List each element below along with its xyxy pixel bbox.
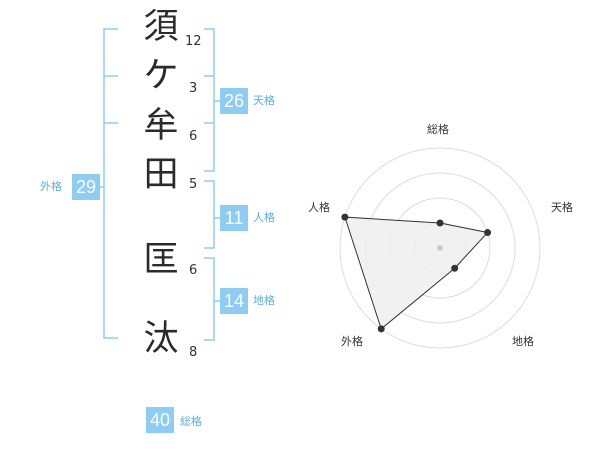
name-char-5: 匡 [143, 240, 179, 280]
radar-axis-label-chikaku: 地格 [512, 335, 534, 348]
stroke-count-5: 6 [189, 263, 198, 278]
gaikaku-label: 外格 [40, 180, 62, 193]
radar-ring-4 [339, 147, 541, 349]
jinkaku-value-badge: 11 [220, 205, 248, 231]
radar-axis-label-jinkaku: 人格 [308, 201, 330, 214]
radar-point-3 [451, 264, 459, 272]
radar-point-1 [436, 219, 444, 227]
radar-point-2 [484, 229, 492, 237]
name-char-6: 汰 [143, 319, 179, 359]
gaikaku-value-badge: 29 [72, 174, 100, 200]
radar-point-4 [377, 325, 385, 333]
radar-polygon [344, 216, 489, 330]
stroke-count-3: 6 [189, 129, 198, 144]
tenkaku-value-badge: 26 [220, 88, 248, 114]
radar-center-dot [437, 245, 443, 251]
tenkaku-bracket [204, 28, 215, 172]
stroke-count-6: 8 [189, 345, 198, 360]
stroke-count-2: 3 [189, 81, 198, 96]
radar-point-5 [341, 213, 349, 221]
name-char-4: 田 [143, 155, 179, 195]
jinkaku-label: 人格 [253, 211, 275, 224]
radar-axis-label-tenkaku: 天格 [551, 201, 573, 214]
jinkaku-bracket [204, 180, 215, 249]
stroke-count-4: 5 [189, 177, 198, 192]
name-char-1: 須 [143, 7, 179, 47]
soukaku-label: 総格 [180, 415, 202, 428]
stroke-count-1: 12 [185, 34, 202, 49]
radar-axis-label-gaikaku: 外格 [341, 335, 363, 348]
soukaku-value-badge: 40 [146, 407, 174, 433]
radar-axis-label-soukaku: 総格 [427, 123, 449, 136]
tenkaku-label: 天格 [253, 94, 275, 107]
name-char-2: ケ [143, 56, 179, 96]
name-char-3: 牟 [143, 106, 179, 146]
chikaku-bracket [204, 257, 215, 341]
chikaku-label: 地格 [253, 294, 275, 307]
gaikaku-bracket [103, 28, 118, 339]
chikaku-value-badge: 14 [220, 288, 248, 314]
